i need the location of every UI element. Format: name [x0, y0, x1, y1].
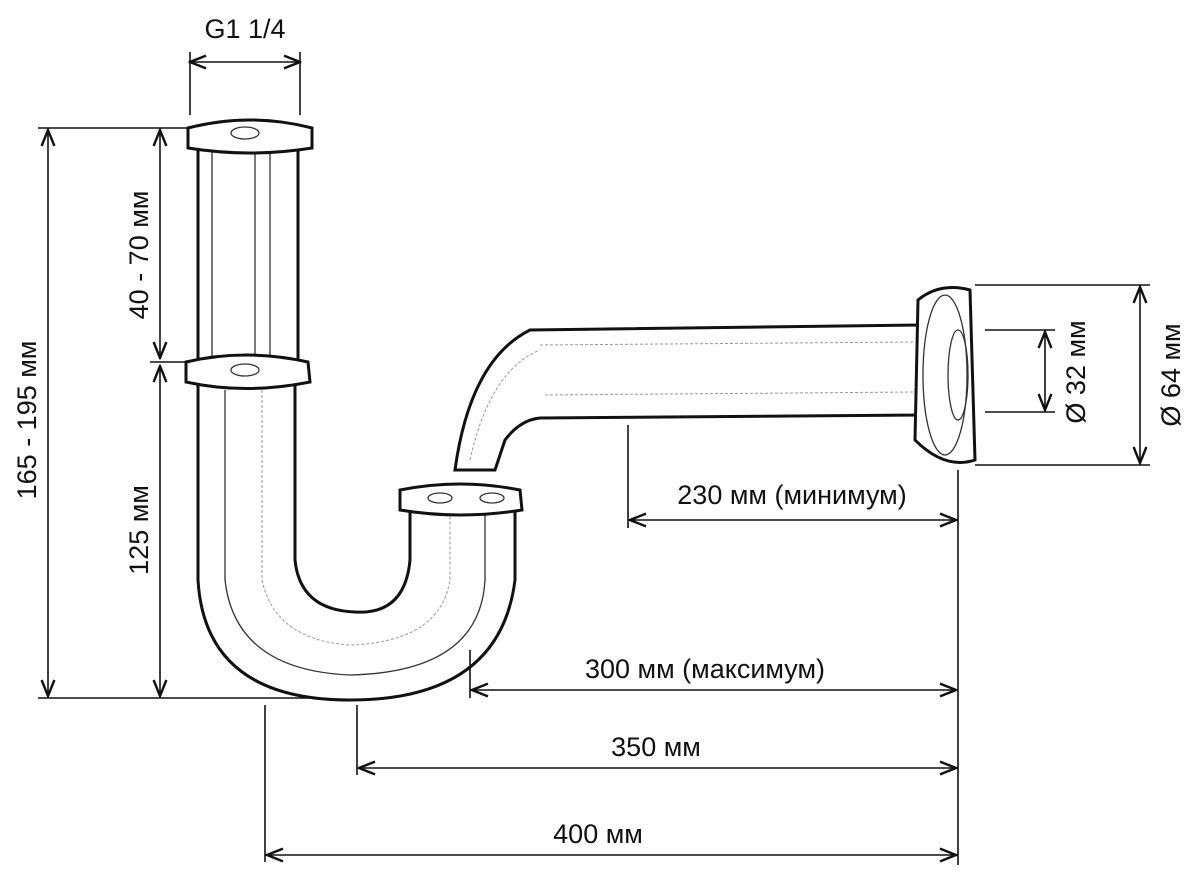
dimension-lines [38, 52, 1150, 865]
mid-length-label: 350 мм [611, 732, 701, 762]
thread-size-label: G1 1/4 [204, 14, 285, 44]
flange-diameter-label: Ø 64 мм [1156, 323, 1186, 426]
siphon-pipe [184, 118, 977, 702]
min-length-label: 230 мм (минимум) [677, 480, 906, 510]
upper-adjust-label: 40 - 70 мм [124, 191, 154, 320]
total-length-label: 400 мм [553, 819, 643, 849]
total-height-label: 165 - 195 мм [12, 341, 42, 500]
lower-height-label: 125 мм [124, 485, 154, 575]
max-length-label: 300 мм (максимум) [585, 654, 825, 684]
inner-diameter-label: Ø 32 мм [1061, 320, 1091, 423]
